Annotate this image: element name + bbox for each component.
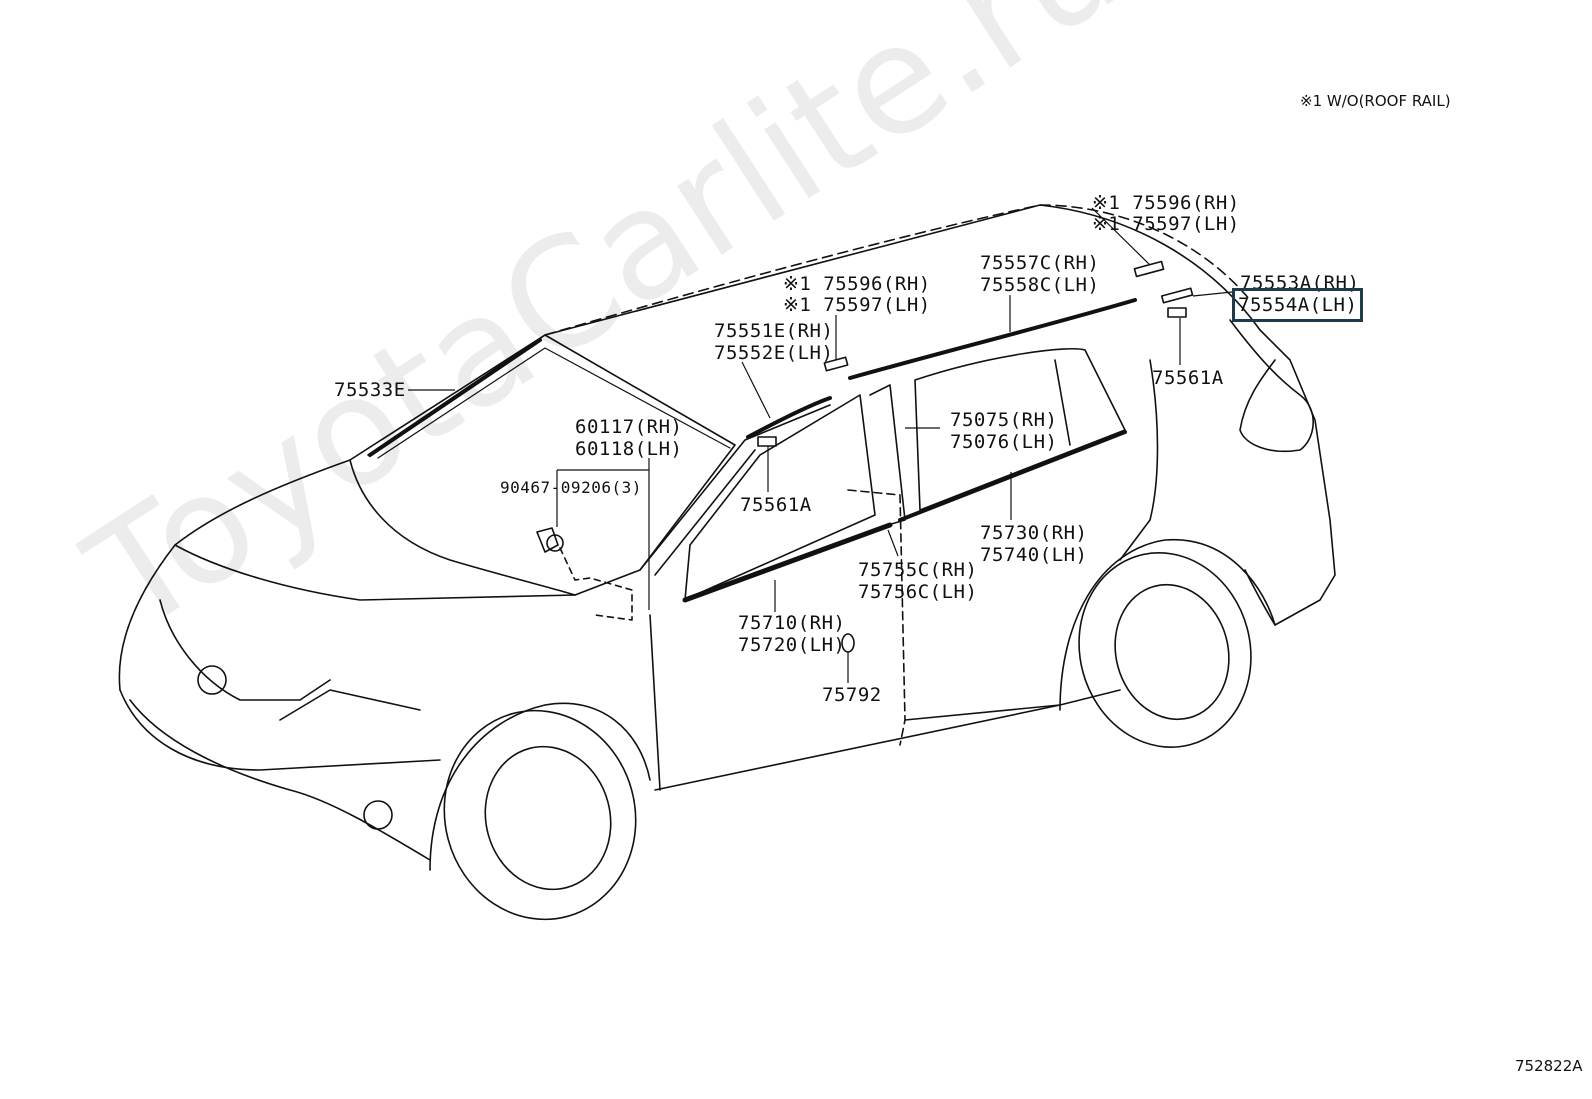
rear-wheel-rim: [1114, 583, 1230, 721]
callout-75792[interactable]: 75792: [822, 684, 882, 706]
rear-window: [914, 347, 1126, 511]
callout-90467-09206[interactable]: 90467-09206(3): [500, 478, 642, 497]
hood: [174, 544, 576, 601]
rear-belt-moulding: [898, 430, 1127, 522]
callout-75710-rh[interactable]: 75710(RH): [738, 612, 846, 634]
rear-hatch: [1229, 319, 1314, 453]
clip-90467-head: [546, 534, 564, 552]
fog-lamp: [363, 800, 393, 830]
roof-drip-front: [746, 396, 832, 439]
leader-75755C: [887, 529, 899, 557]
figure-number: 752822A: [1515, 1057, 1583, 1075]
callout-75720-lh[interactable]: 75720(LH): [738, 634, 846, 656]
callout-75596-rh-rear[interactable]: ※1 75596(RH): [1092, 192, 1240, 214]
bumper: [119, 689, 441, 771]
a-pillar-inner: [654, 449, 756, 576]
callout-75730-rh[interactable]: 75730(RH): [980, 522, 1088, 544]
clip-75561A-rear: [1167, 307, 1187, 318]
hood-edge: [349, 459, 576, 596]
rear-body: [1119, 359, 1159, 561]
clip-75596-rear: [1133, 260, 1165, 278]
callout-75558c-lh[interactable]: 75558C(LH): [980, 274, 1100, 296]
footnote-roof-rail: ※1 W/O(ROOF RAIL): [1300, 92, 1451, 110]
callout-75597-lh-rear[interactable]: ※1 75597(LH): [1092, 213, 1240, 235]
callout-75596-rh-front[interactable]: ※1 75596(RH): [783, 273, 931, 295]
leader-75551E: [741, 361, 771, 419]
callout-75076-lh[interactable]: 75076(LH): [950, 431, 1058, 453]
body-outline: [118, 204, 1336, 691]
rear-wheel-arch: [1059, 539, 1276, 711]
b-pillar-dashed: [847, 489, 906, 746]
headlamp: [197, 665, 227, 695]
b-pillar: [869, 384, 906, 526]
callout-75755c-rh[interactable]: 75755C(RH): [858, 559, 978, 581]
roof-dashed: [544, 204, 1251, 336]
front-grille: [159, 599, 331, 701]
rear-wheel: [1078, 552, 1252, 748]
clip-guide: [559, 547, 633, 621]
callout-75561a-front[interactable]: 75561A: [740, 494, 812, 516]
front-wheel: [443, 709, 637, 921]
rear-quarter: [1054, 359, 1071, 446]
callout-75075-rh[interactable]: 75075(RH): [950, 409, 1058, 431]
front-door: [649, 614, 661, 791]
lower-body: [129, 699, 431, 861]
front-wheel-rim: [484, 745, 612, 891]
front-lower: [279, 689, 421, 721]
windshield: [367, 334, 736, 596]
callout-60118-lh[interactable]: 60118(LH): [575, 438, 683, 460]
callout-60117-rh[interactable]: 60117(RH): [575, 416, 683, 438]
windshield-moulding-inner: [377, 347, 731, 459]
front-belt-moulding: [682, 522, 893, 603]
leader-75553A: [1192, 291, 1233, 297]
windshield-moulding: [368, 338, 542, 457]
roof-drip-moulding: [848, 298, 1137, 380]
callout-75554a-lh-highlighted[interactable]: 75554A(LH): [1231, 288, 1364, 322]
a-pillar: [639, 404, 831, 571]
callout-75552e-lh[interactable]: 75552E(LH): [714, 342, 834, 364]
callout-75551e-rh[interactable]: 75551E(RH): [714, 320, 834, 342]
callout-75561a-rear[interactable]: 75561A: [1152, 367, 1224, 389]
callout-75756c-lh[interactable]: 75756C(LH): [858, 581, 978, 603]
callout-75553a-rh[interactable]: 75553A(RH): [1240, 272, 1360, 294]
clip-75561A-front: [757, 436, 777, 447]
callout-75740-lh[interactable]: 75740(LH): [980, 544, 1088, 566]
clip-75553A: [1160, 287, 1194, 304]
leader-75596-rear: [1091, 207, 1151, 266]
clip-90467: [536, 527, 559, 553]
front-wheel-arch: [429, 702, 651, 871]
clip-75596-front: [823, 356, 849, 372]
rear-door-line: [904, 704, 1061, 721]
callout-75557c-rh[interactable]: 75557C(RH): [980, 252, 1100, 274]
callout-75533e[interactable]: 75533E: [334, 379, 406, 401]
callout-75597-lh-front[interactable]: ※1 75597(LH): [783, 294, 931, 316]
rocker-line: [654, 689, 1121, 791]
